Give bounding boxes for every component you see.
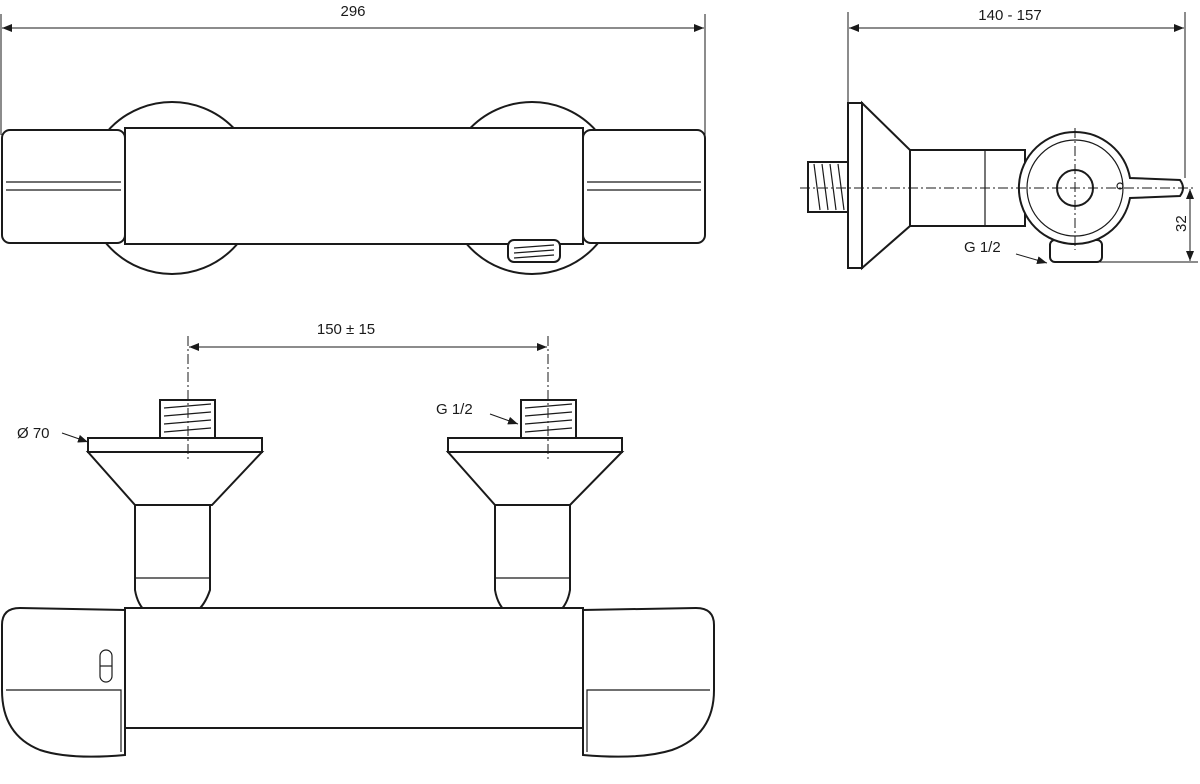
left-handle	[1, 129, 126, 244]
side-wall-plate	[847, 102, 863, 269]
inlet-thread-label: G 1/2	[436, 401, 473, 418]
outlet-offset-label: 32	[1173, 215, 1190, 232]
top-left-handle	[0, 606, 126, 758]
mixer-body	[124, 127, 584, 245]
top-mixer-body	[124, 607, 584, 729]
right-handle	[582, 129, 706, 244]
inlet-centers-label: 150 ± 15	[317, 321, 375, 338]
projection-dimension-label: 140 - 157	[978, 7, 1041, 24]
plate-diameter-label: Ø 70	[17, 425, 50, 442]
side-thread	[807, 161, 849, 213]
width-dimension-label: 296	[340, 3, 365, 20]
top-right-handle	[582, 606, 715, 758]
top-view: 150 ± 15 Ø 70 G 1/2	[0, 321, 715, 758]
front-view: 296	[0, 3, 706, 275]
side-view: 140 - 157 32 G 1/2	[800, 7, 1198, 271]
side-thread-label: G 1/2	[964, 239, 1001, 256]
side-handle-lever	[1017, 130, 1184, 245]
